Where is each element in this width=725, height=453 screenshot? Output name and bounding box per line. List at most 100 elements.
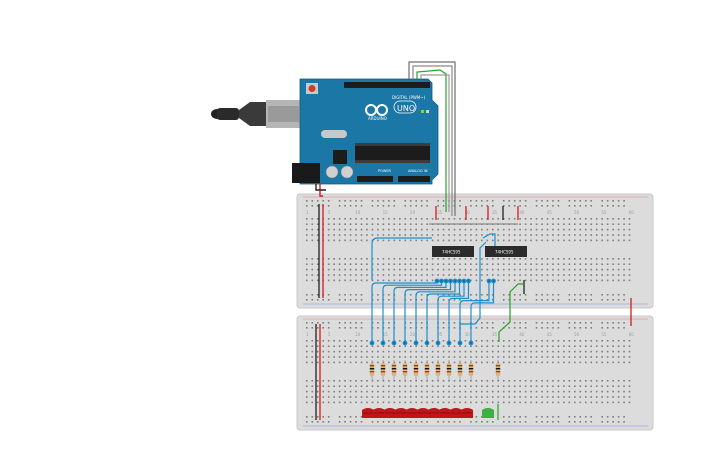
- column-label: 30: [465, 210, 471, 215]
- column-label: 40: [519, 332, 525, 337]
- wire-end: [486, 278, 492, 284]
- resistor[interactable]: [402, 360, 408, 380]
- column-label: 20: [410, 332, 416, 337]
- led-red[interactable]: [417, 408, 429, 418]
- resistor[interactable]: [468, 360, 474, 380]
- power-header: [357, 176, 393, 182]
- wire-end: [452, 278, 458, 284]
- signal-wire: [470, 281, 495, 343]
- column-label: 60: [629, 332, 635, 337]
- signal-wires[interactable]: [369, 233, 496, 346]
- column-label: 15: [383, 210, 389, 215]
- digital-header: [344, 82, 430, 88]
- led-red[interactable]: [384, 408, 396, 418]
- column-label: 1: [306, 332, 309, 337]
- led-green[interactable]: [482, 408, 494, 418]
- resistor[interactable]: [435, 360, 441, 380]
- signal-wire: [426, 281, 461, 343]
- wire-end: [435, 340, 441, 346]
- breadboard-top: [296, 193, 654, 309]
- power-ground-jumpers[interactable]: [315, 204, 632, 420]
- chip-2-label: 74HC595: [495, 250, 514, 255]
- led-red[interactable]: [428, 408, 440, 418]
- wire-end: [446, 340, 452, 346]
- signal-wire: [404, 281, 452, 343]
- power-header-label: POWER: [378, 169, 392, 173]
- led-red[interactable]: [450, 408, 462, 418]
- column-label: 35: [492, 210, 498, 215]
- signal-wire: [415, 281, 456, 343]
- wire-end: [461, 278, 467, 284]
- analog-header-label: ANALOG IN: [408, 169, 428, 173]
- column-label: 45: [547, 332, 553, 337]
- signal-wire: [459, 281, 490, 343]
- breadboard-bottom: [296, 315, 654, 431]
- green-jumper-wires[interactable]: [497, 283, 524, 420]
- led-red[interactable]: [395, 408, 407, 418]
- wire-end: [424, 340, 430, 346]
- wire-end: [466, 278, 471, 284]
- column-label: 35: [492, 332, 498, 337]
- resistor[interactable]: [413, 360, 419, 380]
- wire-end: [468, 340, 474, 346]
- wire-end: [457, 340, 463, 346]
- resistor-array[interactable]: [369, 360, 501, 380]
- column-label: 25: [437, 210, 443, 215]
- atmega-chip: [355, 146, 430, 160]
- resistor[interactable]: [457, 360, 463, 380]
- shift-register-chip-2[interactable]: 74HC595: [485, 246, 527, 257]
- column-label: 55: [601, 210, 607, 215]
- resistor[interactable]: [495, 360, 501, 380]
- signal-wire: [393, 281, 447, 343]
- signal-wire: [448, 281, 470, 343]
- resistor[interactable]: [369, 360, 375, 380]
- arduino-logo: ARDUINO: [365, 104, 388, 121]
- resistor[interactable]: [391, 360, 397, 380]
- led-red[interactable]: [406, 408, 418, 418]
- column-label: 50: [574, 210, 580, 215]
- resistor[interactable]: [424, 360, 430, 380]
- analog-header: [398, 176, 430, 182]
- column-label: 55: [601, 332, 607, 337]
- wire-end: [491, 278, 496, 284]
- led-red[interactable]: [373, 408, 385, 418]
- crystal-oscillator: [321, 130, 347, 138]
- shift-register-chip-1[interactable]: 74HC595: [432, 246, 474, 257]
- column-label: 25: [437, 332, 443, 337]
- wire-end: [402, 340, 408, 346]
- arduino-data-wires[interactable]: [315, 61, 456, 216]
- usb-cable[interactable]: [211, 100, 301, 128]
- wire-end: [457, 278, 462, 284]
- column-label: 50: [574, 332, 580, 337]
- column-label: 5: [328, 210, 331, 215]
- led-red[interactable]: [362, 408, 374, 418]
- resistor[interactable]: [446, 360, 452, 380]
- column-label: 1: [306, 210, 309, 215]
- column-label: 10: [355, 332, 361, 337]
- chip-1-label: 74HC595: [442, 250, 461, 255]
- signal-wire: [371, 237, 432, 280]
- signal-wire: [382, 281, 443, 343]
- arduino-model-text: UNO: [397, 104, 415, 113]
- signal-wire: [482, 233, 496, 246]
- arduino-uno-board[interactable]: DIGITAL (PWM~) ARDUINO UNO POWER ANALOG …: [292, 78, 439, 185]
- signal-wire: [371, 281, 438, 343]
- wire-end: [391, 340, 397, 346]
- resistor[interactable]: [380, 360, 386, 380]
- led-array[interactable]: [362, 408, 494, 418]
- led-red[interactable]: [439, 408, 451, 418]
- wire-end: [369, 340, 375, 346]
- wire-end: [413, 340, 419, 346]
- arduino-brand-text: ARDUINO: [368, 116, 387, 121]
- wire-end: [380, 340, 386, 346]
- column-label: 40: [519, 210, 525, 215]
- signal-wire: [459, 241, 487, 340]
- column-label: 5: [328, 332, 331, 337]
- power-jack: [292, 163, 320, 183]
- led-red[interactable]: [461, 408, 473, 418]
- column-label: 45: [547, 210, 553, 215]
- column-label: 30: [465, 332, 471, 337]
- digital-header-label: DIGITAL (PWM~): [392, 95, 426, 100]
